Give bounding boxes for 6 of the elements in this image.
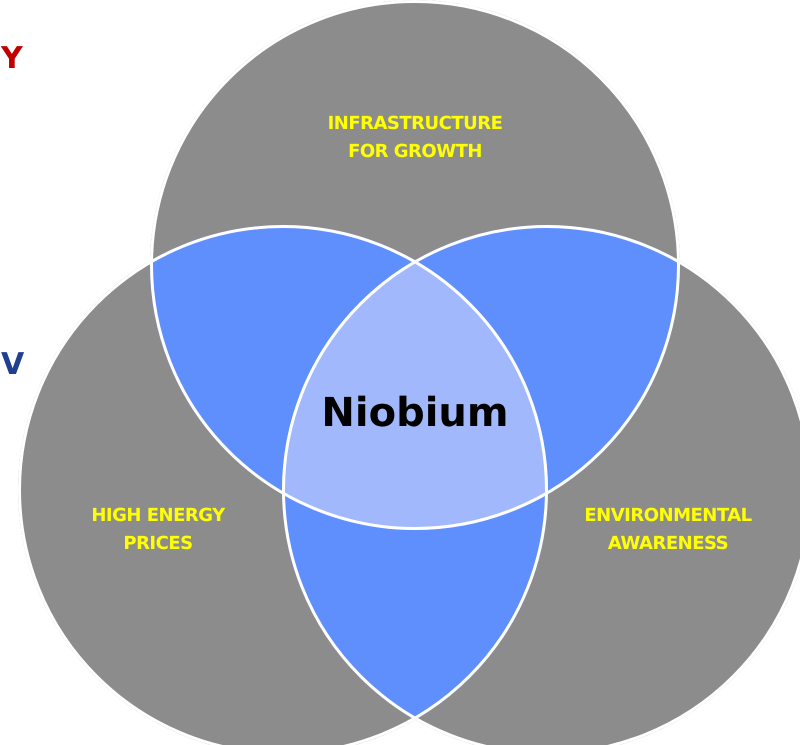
circle-label: HIGH ENERGY PRICES: [68, 502, 248, 558]
letter: Y: [1, 42, 23, 76]
circle-label: ENVIRONMENTAL AWARENESS: [548, 502, 788, 558]
center-label: Niobium: [285, 388, 545, 438]
letter: V: [1, 348, 24, 382]
circle-label: INFRASTRUCTURE FOR GROWTH: [295, 110, 535, 166]
